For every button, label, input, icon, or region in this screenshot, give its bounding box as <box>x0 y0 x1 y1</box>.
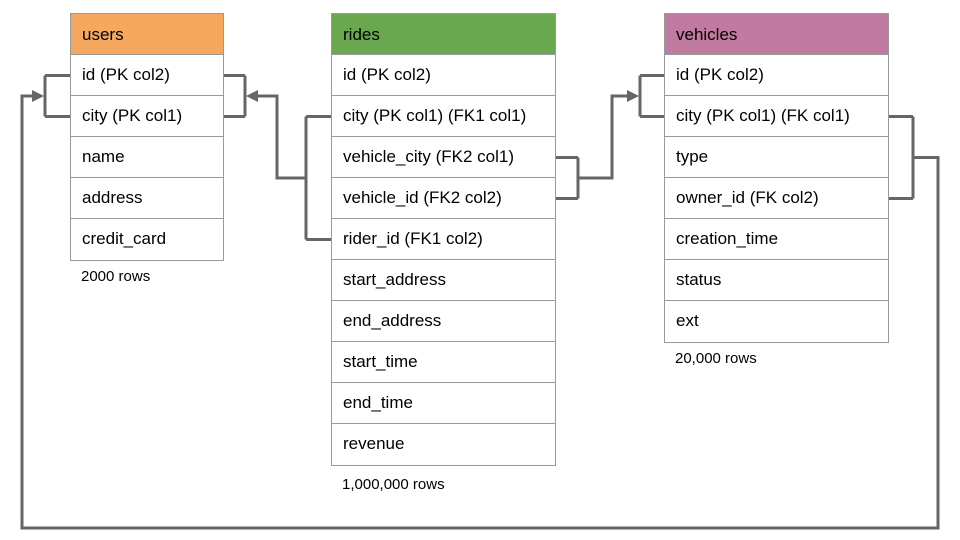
vehicles-row-count-label: 20,000 rows <box>675 350 757 367</box>
rides-right-bracket <box>554 156 580 200</box>
rides-to-users-connector-line <box>250 94 306 180</box>
table-vehicles-column-id: id (PK col2) <box>665 55 888 96</box>
table-vehicles-column-ext: ext <box>665 301 888 342</box>
table-rides-column-start-time: start_time <box>332 342 555 383</box>
table-vehicles: vehicles id (PK col2) city (PK col1) (FK… <box>664 13 889 343</box>
table-rides-column-rider-id: rider_id (FK1 col2) <box>332 219 555 260</box>
table-vehicles-column-status: status <box>665 260 888 301</box>
table-users-header: users <box>71 14 223 55</box>
vehicles-right-bracket <box>887 115 915 200</box>
users-row-count-label: 2000 rows <box>81 268 151 285</box>
arrowhead-into-users-right <box>246 90 258 102</box>
table-users-column-city: city (PK col1) <box>71 96 223 137</box>
users-right-bracket <box>222 74 247 118</box>
table-rides-column-end-address: end_address <box>332 301 555 342</box>
vehicles-to-users-connector-line <box>20 94 940 530</box>
table-rides-column-city: city (PK col1) (FK1 col1) <box>332 96 555 137</box>
arrowhead-into-users-left <box>32 90 44 102</box>
table-rides-column-revenue: revenue <box>332 424 555 465</box>
table-users-column-credit-card: credit_card <box>71 219 223 260</box>
table-rides-column-vehicle-id: vehicle_id (FK2 col2) <box>332 178 555 219</box>
table-rides-column-vehicle-city: vehicle_city (FK2 col1) <box>332 137 555 178</box>
rides-to-vehicles-connector-line <box>578 94 636 180</box>
relationship-rides-to-vehicles <box>554 74 664 200</box>
arrowhead-into-vehicles-left <box>627 90 639 102</box>
table-rides: rides id (PK col2) city (PK col1) (FK1 c… <box>331 13 556 466</box>
table-users: users id (PK col2) city (PK col1) name a… <box>70 13 224 261</box>
table-vehicles-column-creation-time: creation_time <box>665 219 888 260</box>
table-vehicles-header: vehicles <box>665 14 888 55</box>
table-users-column-name: name <box>71 137 223 178</box>
rides-row-count-label: 1,000,000 rows <box>342 476 445 493</box>
table-vehicles-column-type: type <box>665 137 888 178</box>
rides-left-bracket <box>304 115 331 241</box>
table-users-column-id: id (PK col2) <box>71 55 223 96</box>
vehicles-left-bracket <box>638 74 664 118</box>
table-vehicles-column-city: city (PK col1) (FK col1) <box>665 96 888 137</box>
users-left-bracket <box>43 74 70 118</box>
table-rides-column-start-address: start_address <box>332 260 555 301</box>
table-rides-header: rides <box>332 14 555 55</box>
relationship-rides-to-users <box>222 74 331 241</box>
table-vehicles-column-owner-id: owner_id (FK col2) <box>665 178 888 219</box>
relationship-vehicles-to-users <box>20 74 940 530</box>
table-users-column-address: address <box>71 178 223 219</box>
table-rides-column-end-time: end_time <box>332 383 555 424</box>
table-rides-column-id: id (PK col2) <box>332 55 555 96</box>
